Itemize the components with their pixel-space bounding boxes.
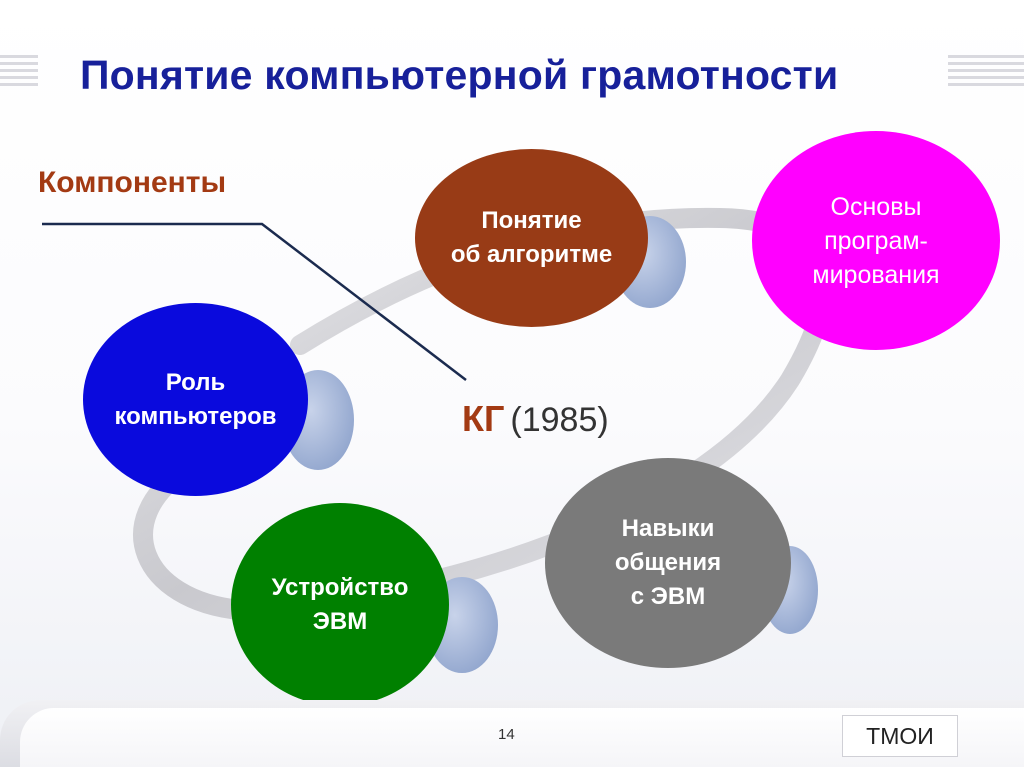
node-communication-skills: Навыки общения с ЭВМ	[545, 458, 791, 668]
slide-title: Понятие компьютерной грамотности	[80, 52, 839, 98]
node-role-of-computers: Роль компьютеров	[83, 303, 308, 496]
node-label: Основы програм- мирования	[812, 192, 940, 289]
node-label: Понятие об алгоритме	[450, 207, 613, 268]
center-year: (1985)	[510, 401, 609, 439]
page-number: 14	[498, 726, 515, 743]
node-label: Навыки общения с ЭВМ	[614, 515, 722, 610]
node-computer-device: Устройство ЭВМ	[231, 503, 449, 706]
brand-label: ТМОИ	[842, 715, 958, 757]
decorative-stripes-right	[948, 55, 1024, 95]
center-abbr: КГ	[462, 398, 505, 439]
pointer-line	[42, 222, 467, 381]
center-label: КГ(1985)	[462, 398, 609, 440]
node-label: Роль компьютеров	[114, 368, 277, 430]
node-algorithm-concept: Понятие об алгоритме	[415, 149, 648, 327]
components-label: Компоненты	[38, 166, 227, 199]
node-label: Устройство ЭВМ	[271, 573, 409, 635]
node-programming-basics: Основы програм- мирования	[752, 131, 1000, 350]
decorative-stripes-left	[0, 55, 38, 95]
